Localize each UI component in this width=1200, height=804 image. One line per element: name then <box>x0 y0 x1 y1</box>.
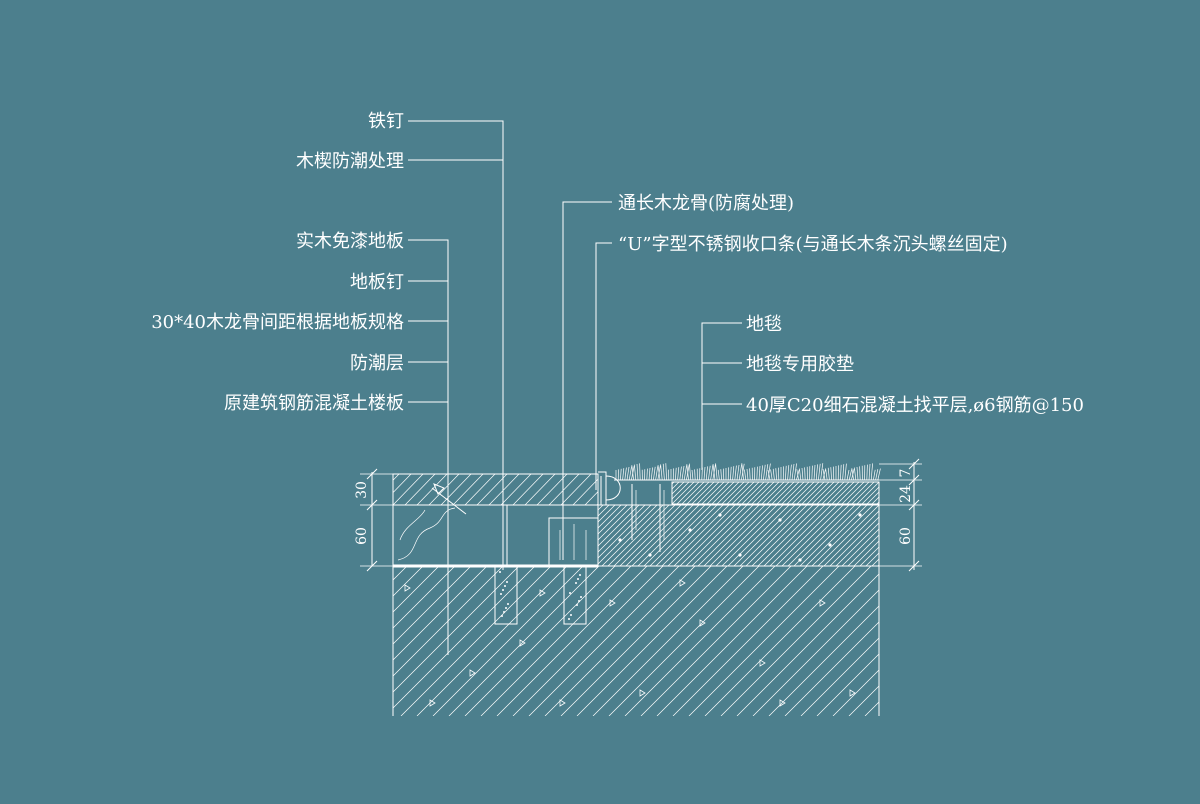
u-stainless-strip <box>598 472 620 505</box>
leader-u-strip <box>596 243 612 490</box>
wood-floorboard <box>333 474 675 505</box>
dim-left-bottom: 60 <box>354 527 370 545</box>
label-slab: 原建筑钢筋混凝土楼板 <box>224 393 404 414</box>
tack-strip-nails <box>632 484 664 552</box>
labels-left: 铁钉 木楔防潮处理 实木免漆地板 地板钉 30*40木龙骨间距根据地板规格 防潮… <box>151 111 404 414</box>
label-floorboard: 实木免漆地板 <box>296 231 404 252</box>
dim-right-a: 24 <box>898 485 914 503</box>
label-carpet-pad: 地毯专用胶垫 <box>746 354 854 375</box>
iron-nail <box>503 505 513 566</box>
dimension-right: 24 7 60 <box>879 459 922 571</box>
dim-right-bottom: 60 <box>898 527 914 545</box>
wood-joist-zone <box>393 505 455 566</box>
labels-right: 地毯 地毯专用胶垫 40厚C20细石混凝土找平层,ø6钢筋@150 <box>746 314 1084 416</box>
dimension-left: 30 60 <box>354 469 393 571</box>
labels-top: 通长木龙骨(防腐处理) “U”字型不锈钢收口条(与通长木条沉头螺丝固定) <box>618 193 1008 255</box>
leader-carpet <box>702 323 742 470</box>
label-iron-nail: 铁钉 <box>368 111 404 132</box>
label-carpet: 地毯 <box>746 314 782 335</box>
concrete-slab <box>193 566 1200 716</box>
label-u-strip: “U”字型不锈钢收口条(与通长木条沉头螺丝固定) <box>618 234 1008 255</box>
label-wedge: 木楔防潮处理 <box>296 151 404 172</box>
label-joist: 30*40木龙骨间距根据地板规格 <box>151 312 404 333</box>
label-long-joist: 通长木龙骨(防腐处理) <box>618 193 794 214</box>
leader-long-joist <box>563 202 612 560</box>
long-wood-joist <box>549 518 598 566</box>
label-screed: 40厚C20细石混凝土找平层,ø6钢筋@150 <box>746 395 1084 416</box>
dim-right-b: 7 <box>898 469 914 478</box>
dim-left-top: 30 <box>354 481 370 499</box>
wedge-anchors <box>495 566 586 624</box>
carpet <box>614 463 880 480</box>
label-floor-nail: 地板钉 <box>350 272 404 293</box>
carpet-pad <box>642 482 929 504</box>
label-moisture: 防潮层 <box>350 353 404 374</box>
